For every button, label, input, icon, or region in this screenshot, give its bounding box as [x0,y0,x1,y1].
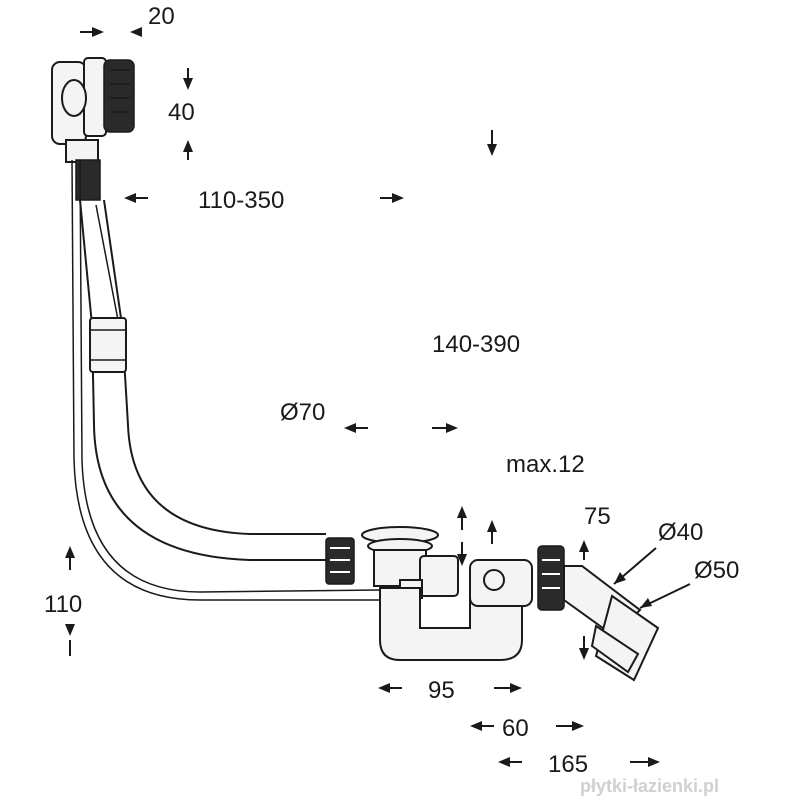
dim-drain-reach: 140-390 [432,331,520,358]
dim-outlet-offset: 60 [502,715,529,742]
dim-outlet-d50: Ø50 [694,557,739,584]
bowden-cable-inner [79,159,381,593]
overflow-hose [79,199,326,561]
dim-outlet-d40: Ø40 [658,519,703,546]
dim-overflow-reach: 110-350 [198,187,284,214]
watermark-text: płytki-łazienki.pl [580,776,719,796]
dim-plug-diameter: Ø70 [280,399,325,426]
dim-trap-width: 95 [428,677,455,704]
dim-outlet-drop: 75 [584,503,611,530]
waste-body [325,526,565,661]
dim-overflow-width: 20 [148,3,175,30]
dim-bath-thickness: max.12 [506,451,585,478]
bowden-cable [71,159,380,601]
dim-total-length: 165 [548,751,588,778]
dimension-markers [65,27,691,767]
dim-trap-height: 110 [44,591,82,618]
dim-overflow-height: 40 [168,99,195,126]
overflow-head [51,57,135,201]
outlet-pipe [563,565,660,682]
